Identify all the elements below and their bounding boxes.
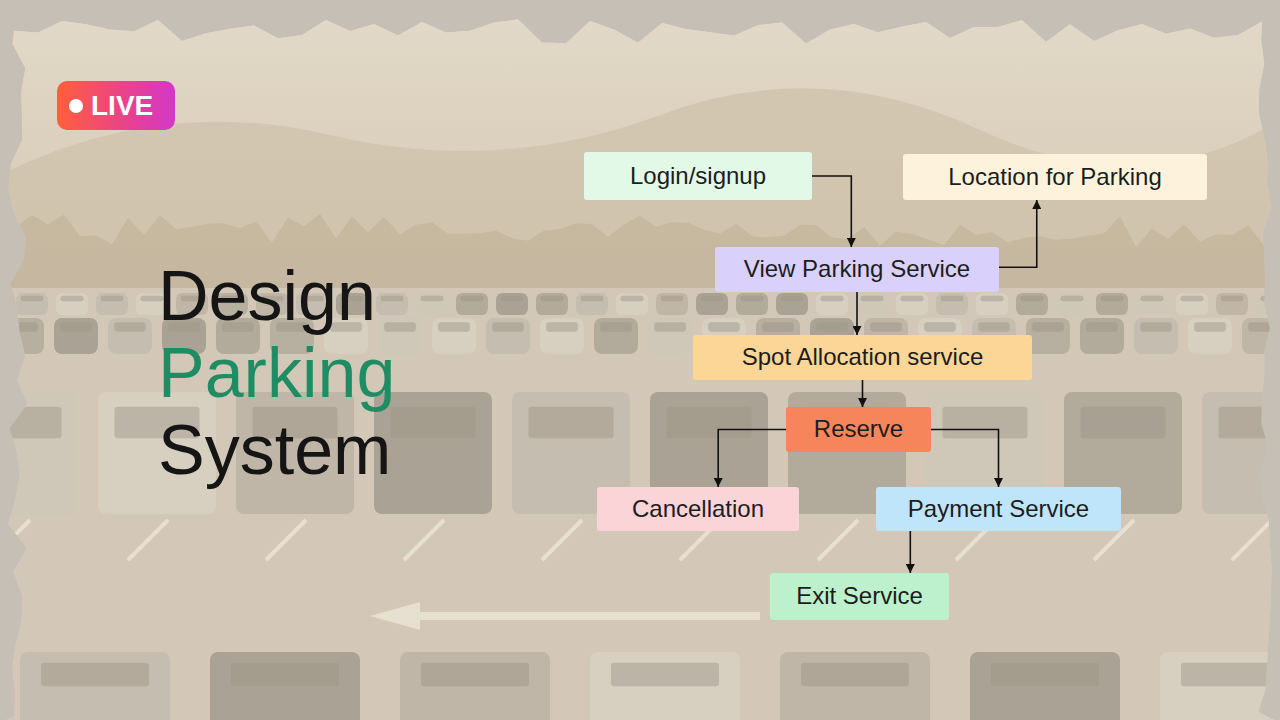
process-box: Login/signup: [584, 152, 812, 200]
box-label: Cancellation: [632, 495, 764, 524]
flow-arrow: [931, 430, 999, 488]
box-label: Exit Service: [796, 582, 923, 611]
flow-arrow: [909, 531, 911, 573]
flow-arrow: [718, 430, 786, 488]
process-box: Cancellation: [597, 487, 799, 531]
process-box: Payment Service: [876, 487, 1121, 531]
box-label: Spot Allocation service: [742, 343, 983, 372]
live-badge: LIVE: [57, 81, 175, 130]
process-box: Location for Parking: [903, 154, 1207, 200]
box-label: View Parking Service: [744, 255, 970, 284]
process-box: View Parking Service: [715, 247, 999, 292]
flow-arrow: [856, 292, 858, 335]
flow-arrow: [812, 176, 851, 247]
page-title: Design Parking System: [158, 258, 420, 489]
flow-arrow: [862, 380, 864, 407]
box-label: Login/signup: [630, 162, 766, 191]
badge-text: LIVE: [91, 92, 163, 120]
process-box: Exit Service: [770, 573, 949, 620]
flow-arrow: [999, 200, 1037, 267]
process-box: Reserve: [786, 407, 931, 452]
box-label: Location for Parking: [948, 163, 1161, 192]
box-label: Payment Service: [908, 495, 1089, 524]
live-dot: [69, 99, 83, 113]
box-label: Reserve: [814, 415, 903, 444]
process-box: Spot Allocation service: [693, 335, 1032, 380]
